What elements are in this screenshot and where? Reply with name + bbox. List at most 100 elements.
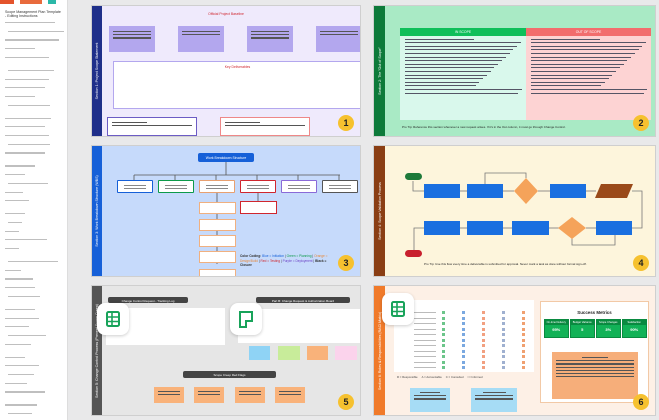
list-text-line bbox=[531, 38, 600, 40]
slide-5[interactable]: Section 5: Change Control Process (Preve… bbox=[91, 285, 361, 416]
raci-row-label bbox=[414, 367, 436, 369]
label: OUT OF SCOPE bbox=[575, 30, 602, 34]
raci-cell bbox=[482, 366, 485, 369]
raci-cell bbox=[502, 366, 505, 369]
list-text-line bbox=[531, 42, 646, 44]
raci-cell bbox=[522, 349, 525, 353]
note-card bbox=[107, 117, 197, 136]
outline-text-line bbox=[5, 22, 55, 24]
list-text-line bbox=[405, 78, 484, 80]
outline-text-line bbox=[5, 382, 27, 384]
section-band: Section 6: Roles & Responsibilities (RAC… bbox=[374, 286, 385, 415]
raci-cell bbox=[502, 322, 505, 325]
raci-cell bbox=[482, 311, 485, 314]
start-node bbox=[405, 173, 422, 180]
label: Scope Creep Red Flags bbox=[213, 373, 246, 377]
raci-row-label bbox=[414, 361, 436, 363]
red-flag-note bbox=[194, 387, 224, 403]
raci-cell bbox=[522, 333, 525, 336]
raci-cell bbox=[482, 360, 485, 364]
spreadsheet-icon bbox=[97, 303, 129, 335]
slide-number-badge: 2 bbox=[633, 115, 649, 131]
legend-item: Purple = Deployment bbox=[282, 258, 313, 263]
slide-6[interactable]: Section 6: Roles & Responsibilities (RAC… bbox=[373, 285, 656, 416]
list-text-line bbox=[531, 67, 620, 69]
wbs-node bbox=[158, 180, 194, 193]
legend-item: Red = Testing bbox=[260, 258, 281, 263]
outline-text-line bbox=[5, 404, 37, 406]
outline-text-line bbox=[5, 365, 39, 367]
raci-cell bbox=[482, 355, 485, 358]
wbs-node bbox=[240, 180, 276, 193]
slide-1[interactable]: Section 1: Project Scope Statement Offic… bbox=[91, 5, 361, 137]
board-title-bar: Part B: Change Request & Authorization B… bbox=[256, 297, 350, 303]
raci-cell bbox=[462, 355, 465, 358]
outline-text-line bbox=[5, 326, 29, 328]
outline-text-line bbox=[8, 182, 48, 184]
outline-text-line bbox=[8, 221, 22, 224]
legend-item: Black = Closure bbox=[240, 258, 327, 268]
list-text-line bbox=[405, 88, 523, 90]
outline-text-line bbox=[5, 174, 25, 176]
raci-cell bbox=[522, 338, 525, 342]
raci-cell bbox=[462, 338, 465, 342]
outline-text-line bbox=[5, 213, 25, 215]
process-step bbox=[512, 221, 549, 235]
raci-cell bbox=[442, 360, 445, 364]
raci-cell bbox=[482, 316, 485, 320]
slide-number-badge: 4 bbox=[633, 255, 649, 271]
outline-text-line bbox=[5, 287, 35, 289]
outline-text-line bbox=[8, 143, 50, 145]
raci-cell bbox=[442, 311, 445, 314]
process-step bbox=[424, 184, 460, 198]
summary-note bbox=[552, 352, 638, 399]
slide-4[interactable]: Section 4: Scope Validation Process Pro … bbox=[373, 145, 656, 277]
raci-cell bbox=[522, 316, 525, 320]
slide-number-badge: 5 bbox=[338, 394, 354, 410]
metric-value: 5 bbox=[581, 327, 584, 332]
metric-value: 90% bbox=[630, 327, 639, 332]
raci-cell bbox=[462, 366, 465, 369]
outline-text-line bbox=[5, 87, 45, 89]
raci-cell bbox=[482, 327, 485, 331]
raci-cell bbox=[462, 327, 465, 331]
raci-cell bbox=[442, 322, 445, 325]
color-strip bbox=[0, 0, 67, 4]
outline-text-line bbox=[5, 278, 33, 280]
raci-cell bbox=[482, 344, 485, 347]
raci-row-label bbox=[414, 328, 436, 330]
list-text-line bbox=[531, 52, 635, 54]
slide-2[interactable]: Section 2: The "Out of Scope" IN SCOPE O… bbox=[373, 5, 656, 137]
raci-cell bbox=[522, 311, 525, 314]
outline-text-line bbox=[8, 374, 34, 376]
raci-cell bbox=[522, 366, 525, 369]
raci-cell bbox=[462, 344, 465, 347]
outline-text-line bbox=[5, 391, 45, 393]
raci-cell bbox=[502, 355, 505, 358]
wbs-root: Work Breakdown Structure bbox=[198, 153, 254, 162]
list-text-line bbox=[531, 56, 631, 58]
label: Change Control Request - Tracking Log bbox=[121, 298, 175, 303]
wbs-subnode bbox=[199, 235, 236, 247]
key-deliverables-panel: Key Deliverables bbox=[113, 61, 360, 109]
red-flag-note bbox=[235, 387, 265, 403]
slide-3[interactable]: Section 3: Work Breakdown Structure (WBS… bbox=[91, 145, 361, 277]
raci-row-label bbox=[414, 339, 436, 341]
sticky-note bbox=[410, 388, 450, 412]
outline-text-line bbox=[8, 69, 54, 71]
wbs-subnode bbox=[199, 251, 236, 263]
list-text-line bbox=[405, 70, 491, 72]
list-text-line bbox=[405, 52, 510, 54]
list-text-line bbox=[405, 81, 480, 83]
legend-item: C = Consulted bbox=[445, 375, 464, 379]
raci-cell bbox=[482, 338, 485, 342]
legend-item: R = Responsible bbox=[397, 375, 418, 379]
input-output-node bbox=[595, 184, 633, 198]
outline-text-line bbox=[5, 152, 45, 154]
raci-cell bbox=[502, 311, 505, 314]
outline-text-line bbox=[5, 135, 49, 137]
raci-cell bbox=[522, 344, 525, 347]
sticky-note bbox=[278, 346, 300, 360]
